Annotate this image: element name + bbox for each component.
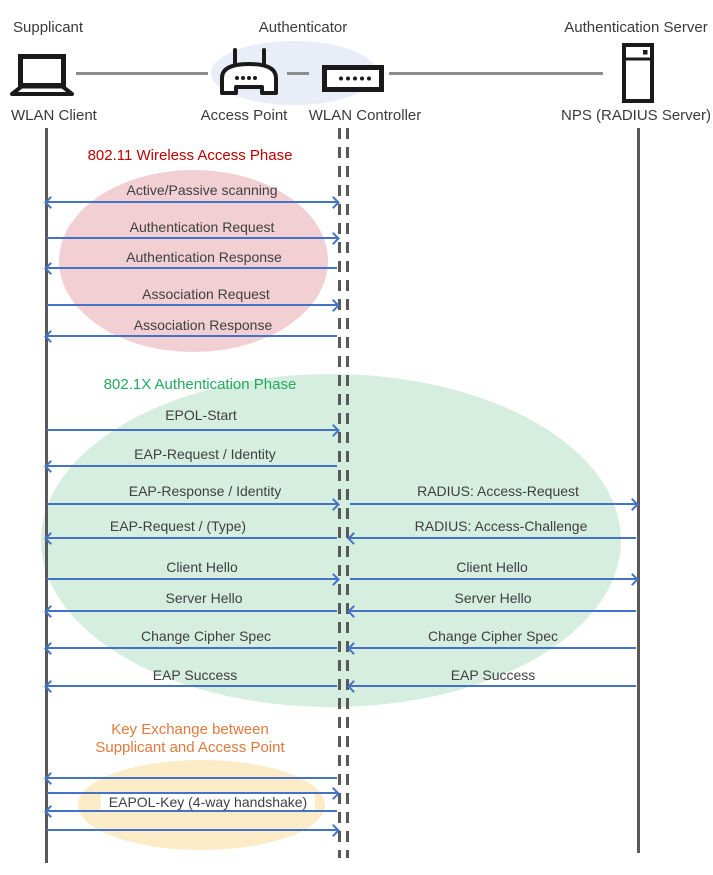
message-label: RADIUS: Access-Challenge	[414, 518, 588, 534]
message-label: Server Hello	[165, 590, 243, 606]
message-arrow	[44, 679, 337, 693]
message-arrow	[347, 641, 636, 655]
message-arrow	[44, 329, 337, 343]
phase3-title-line1: Key Exchange between	[111, 721, 269, 738]
message-label: Authentication Response	[126, 249, 282, 265]
label-wlan-controller: WLAN Controller	[308, 107, 422, 124]
role-supplicant: Supplicant	[13, 19, 84, 36]
message-label: RADIUS: Access-Request	[417, 483, 579, 499]
message-arrow	[47, 497, 340, 511]
message-arrow	[47, 823, 340, 837]
message-arrow	[350, 497, 639, 511]
message-arrow	[44, 804, 337, 818]
message-arrow	[347, 604, 636, 618]
message-arrow	[44, 771, 337, 785]
message-label: Change Cipher Spec	[428, 628, 558, 644]
role-authentication-server: Authentication Server	[564, 19, 708, 36]
message-arrow	[350, 572, 639, 586]
message-arrow	[47, 423, 340, 437]
eapol-key-label: EAPOL-Key (4-way handshake)	[100, 793, 316, 811]
message-arrow	[44, 604, 337, 618]
message-arrow	[347, 679, 636, 693]
label-wlan-client: WLAN Client	[11, 107, 97, 124]
laptop-icon	[10, 54, 74, 96]
connector-line	[389, 72, 603, 75]
connector-line	[76, 72, 208, 75]
lifeline-wlan-controller-dashed	[346, 128, 349, 858]
message-label: EAP-Response / Identity	[128, 483, 282, 499]
message-arrow	[44, 459, 337, 473]
wlan-controller-icon	[322, 65, 384, 92]
message-label: EPOL-Start	[165, 407, 237, 423]
message-arrow	[47, 786, 340, 800]
message-arrow	[44, 531, 337, 545]
access-point-icon	[220, 48, 278, 95]
message-label: Association Response	[133, 317, 273, 333]
message-label: EAP Success	[450, 667, 536, 683]
message-label: Active/Passive scanning	[126, 182, 278, 198]
phase2-ellipse	[41, 374, 621, 707]
lifeline-wlan-controller-dashed	[338, 128, 341, 858]
message-label: Association Request	[142, 286, 270, 302]
message-label: EAP Success	[152, 667, 238, 683]
message-label: Client Hello	[166, 559, 238, 575]
message-arrow	[47, 572, 340, 586]
label-access-point: Access Point	[200, 107, 288, 124]
phase1-ellipse	[59, 170, 328, 352]
phase3-title-line2: Supplicant and Access Point	[95, 739, 285, 756]
phase2-title: 802.1X Authentication Phase	[103, 376, 297, 393]
lifeline-wlan-client	[45, 128, 48, 863]
message-arrow	[347, 531, 636, 545]
lifeline-radius-server	[637, 128, 640, 853]
message-arrow	[44, 261, 337, 275]
message-label: Server Hello	[454, 590, 532, 606]
role-authenticator: Authenticator	[258, 19, 348, 36]
label-nps-radius-server: NPS (RADIUS Server)	[560, 107, 712, 124]
message-label: Authentication Request	[129, 219, 275, 235]
message-label: EAP-Request / (Type)	[109, 518, 247, 534]
message-label: Client Hello	[456, 559, 528, 575]
message-arrow	[47, 298, 340, 312]
connector-line	[287, 72, 309, 75]
message-arrow	[44, 195, 340, 209]
server-icon	[622, 43, 654, 103]
message-arrow	[47, 231, 340, 245]
message-label: Change Cipher Spec	[141, 628, 271, 644]
message-arrow	[44, 641, 337, 655]
message-label: EAP-Request / Identity	[134, 446, 276, 462]
phase1-title: 802.11 Wireless Access Phase	[87, 147, 293, 164]
